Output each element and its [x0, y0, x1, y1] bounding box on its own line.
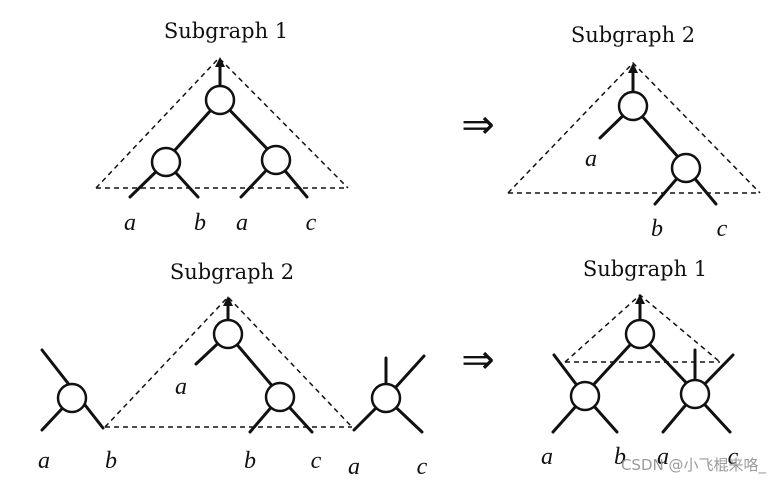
leaf-label: c: [306, 210, 317, 236]
node-left-top-left: [150, 146, 182, 178]
transform-arrow-bottom: ⇒: [461, 337, 495, 383]
leaf-label: b: [105, 448, 117, 474]
title-top-right: Subgraph 2: [571, 23, 695, 47]
transform-arrow-top: ⇒: [461, 102, 495, 148]
node-child-top-right: [670, 152, 702, 184]
node-right-top-left: [260, 144, 292, 176]
leaf-label: c: [717, 216, 728, 242]
leaf-label: a: [348, 454, 360, 480]
panel-bottom-left: Subgraph 2 a b a b c a c: [38, 260, 428, 480]
node-right-bottom-right: [679, 378, 711, 410]
node-root-bottom-right: [624, 318, 656, 350]
panel-top-right: Subgraph 2 a b c: [507, 23, 761, 242]
watermark: CSDN @小飞棍来咯_: [621, 456, 767, 475]
arrowhead-bottom-right: [635, 294, 645, 304]
node-root-top-right: [617, 90, 649, 122]
leaf-label: c: [728, 444, 739, 470]
node-outer-right: [370, 382, 402, 414]
leaf-label: c: [417, 454, 428, 480]
leaf-label: a: [38, 448, 50, 474]
title-bottom-left: Subgraph 2: [170, 260, 294, 284]
panel-top-left: Subgraph 1 a b a c: [95, 19, 349, 236]
node-child-bottom-left: [264, 381, 296, 413]
leaf-label: a: [585, 146, 597, 172]
node-outer-left: [56, 382, 88, 414]
node-left-bottom-right: [569, 380, 601, 412]
leaf-label: c: [311, 448, 322, 474]
title-bottom-right: Subgraph 1: [583, 257, 707, 281]
leaf-label: a: [657, 444, 669, 470]
node-root-top-left: [204, 84, 236, 116]
leaf-label: a: [236, 210, 248, 236]
leaf-label: b: [651, 216, 663, 242]
dashed-triangle-top-left: [95, 56, 349, 189]
leaf-label: a: [541, 444, 553, 470]
dashed-triangle-bottom-left: [104, 295, 353, 428]
arrowhead-bottom-left: [223, 296, 233, 306]
arrowhead-top-left: [215, 57, 225, 67]
leaf-label: a: [124, 210, 136, 236]
leaf-label: b: [194, 210, 206, 236]
node-root-bottom-left: [212, 318, 244, 350]
leaf-label: a: [175, 374, 187, 400]
panel-bottom-right: Subgraph 1 a b a c: [541, 257, 739, 470]
title-top-left: Subgraph 1: [164, 19, 288, 43]
arrowhead-top-right: [628, 63, 638, 73]
leaf-label: b: [244, 448, 256, 474]
leaf-label: b: [614, 444, 626, 470]
